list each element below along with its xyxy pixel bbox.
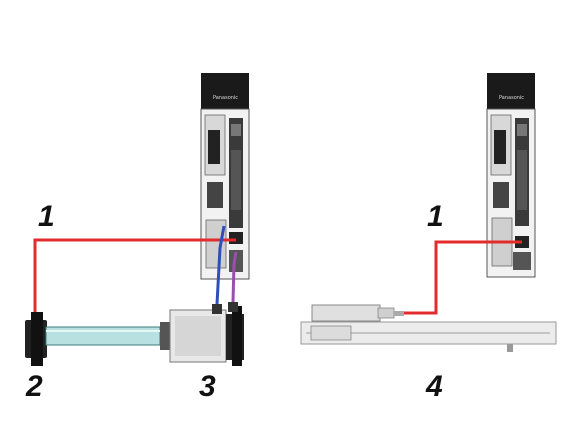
right-drive-connector-b: [493, 182, 509, 208]
right-drive-connector-a: [494, 130, 506, 164]
rotary-servo-motor: [169, 302, 244, 366]
left-drive-encoder-port: [229, 232, 243, 244]
left-red-cable: [33, 238, 236, 312]
right-drive-terminal-2: [517, 150, 527, 210]
callout-1-right: 1: [427, 200, 444, 233]
right-drive-power-port: [513, 252, 531, 270]
linear-axis-motor-connector: [377, 307, 395, 319]
callout-2: 2: [25, 370, 43, 403]
linear-axis-carriage: [310, 325, 352, 341]
linear-motor: [25, 312, 170, 366]
left-drive-brand: Panasonic: [213, 95, 238, 101]
right-drive-terminal-1: [517, 124, 527, 136]
left-drive-terminal-1: [231, 124, 241, 136]
left-drive-connector-b: [207, 182, 223, 208]
left-drive-connector-a: [208, 130, 220, 164]
servo-motor-connector-left: [212, 304, 222, 314]
callout-3: 3: [199, 370, 216, 403]
left-drive-terminal-2: [231, 150, 241, 210]
purple-motor-cable: [231, 251, 238, 303]
left-drive-top-panel: [201, 73, 249, 109]
servo-motor-flange: [232, 306, 242, 366]
right-drive-top-panel: [487, 73, 535, 109]
right-red-cable: [404, 240, 522, 315]
linear-motor-coupler: [160, 322, 170, 350]
linear-motor-rod: [45, 326, 161, 346]
callout-4: 4: [425, 370, 443, 403]
blue-motor-cable: [215, 225, 226, 305]
linear-axis-motor: [311, 304, 381, 322]
linear-axis: [300, 304, 557, 352]
callout-1-left: 1: [38, 200, 55, 233]
servo-motor-connector-right: [228, 302, 238, 312]
left-servo-drive: Panasonic: [200, 73, 250, 280]
servo-motor-fins: [175, 316, 221, 356]
right-drive-brand: Panasonic: [499, 95, 524, 101]
right-servo-drive: Panasonic: [486, 73, 536, 278]
linear-motor-end-flange: [31, 312, 43, 366]
